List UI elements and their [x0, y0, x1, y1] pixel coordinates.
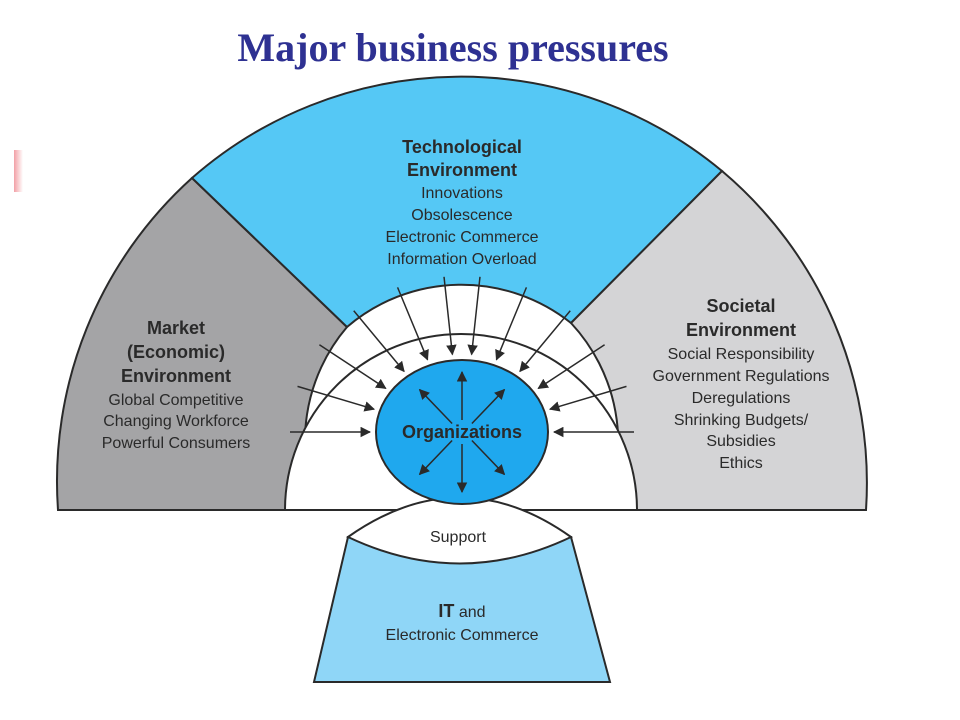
outgoing-arrow [418, 439, 453, 476]
incoming-arrow [519, 310, 571, 373]
page-title: Major business pressures [237, 25, 669, 70]
tech-item-3: Electronic Commerce [386, 229, 539, 246]
incoming-pressure-arrows [290, 276, 634, 438]
market-item-1: Global Competitive [108, 392, 243, 409]
societal-item-5: Subsidies [706, 433, 775, 450]
incoming-arrow [548, 385, 627, 412]
outgoing-arrow [418, 388, 453, 425]
incoming-arrow [443, 276, 457, 356]
market-heading-1: Market [147, 318, 205, 338]
it-label-bold: IT [438, 601, 454, 621]
support-label: Support [430, 529, 487, 546]
tech-heading-1: Technological [402, 137, 522, 157]
outgoing-arrow [471, 388, 506, 425]
support-band [346, 496, 573, 565]
outgoing-arrow [471, 439, 506, 476]
incoming-arrow [467, 276, 481, 356]
it-label-rest: and [454, 604, 485, 621]
incoming-arrow [495, 287, 528, 361]
incoming-arrow [353, 310, 405, 373]
societal-item-2: Government Regulations [653, 368, 830, 385]
market-item-3: Powerful Consumers [102, 435, 251, 452]
market-item-2: Changing Workforce [103, 413, 249, 430]
societal-item-6: Ethics [719, 455, 763, 472]
outgoing-arrows [418, 370, 506, 494]
organizations-label: Organizations [402, 422, 522, 442]
tech-item-4: Information Overload [387, 251, 536, 268]
incoming-arrow [318, 344, 387, 390]
tech-item-1: Innovations [421, 185, 503, 202]
societal-item-3: Deregulations [692, 390, 791, 407]
incoming-arrow [396, 287, 429, 361]
technological-sector [190, 75, 724, 329]
tech-heading-2: Environment [407, 160, 517, 180]
incoming-arrow [537, 344, 606, 390]
societal-item-4: Shrinking Budgets/ [674, 412, 809, 429]
societal-heading-1: Societal [706, 296, 775, 316]
societal-heading-2: Environment [686, 320, 796, 340]
market-heading-2: (Economic) [127, 342, 225, 362]
slide-accent-bar [14, 150, 23, 192]
tech-item-2: Obsolescence [411, 207, 512, 224]
incoming-arrow [297, 385, 376, 412]
it-label-line-2: Electronic Commerce [386, 627, 539, 644]
societal-item-1: Social Responsibility [668, 346, 815, 363]
market-heading-3: Environment [121, 366, 231, 386]
it-label-line-1: IT and [438, 601, 485, 621]
societal-sector [569, 169, 868, 511]
